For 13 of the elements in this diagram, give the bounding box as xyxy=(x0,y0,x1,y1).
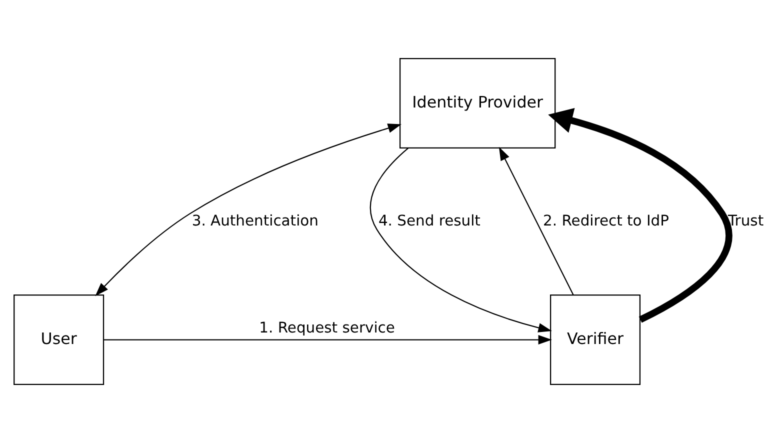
edge-label: Trust xyxy=(727,212,764,229)
edge-label: 1. Request service xyxy=(258,318,394,336)
edge-label: 3. Authentication xyxy=(191,212,318,229)
node-box: User xyxy=(13,294,104,385)
arrow xyxy=(103,334,552,344)
arrow xyxy=(94,123,401,296)
arrow xyxy=(369,147,552,332)
arrow xyxy=(548,108,732,322)
edge-label: 4. Send result xyxy=(378,212,480,229)
node-box: Verifier xyxy=(550,294,640,385)
edge-label: 2. Redirect to IdP xyxy=(542,212,669,229)
arrow xyxy=(498,146,574,295)
node-box: Identity Provider xyxy=(398,57,556,148)
